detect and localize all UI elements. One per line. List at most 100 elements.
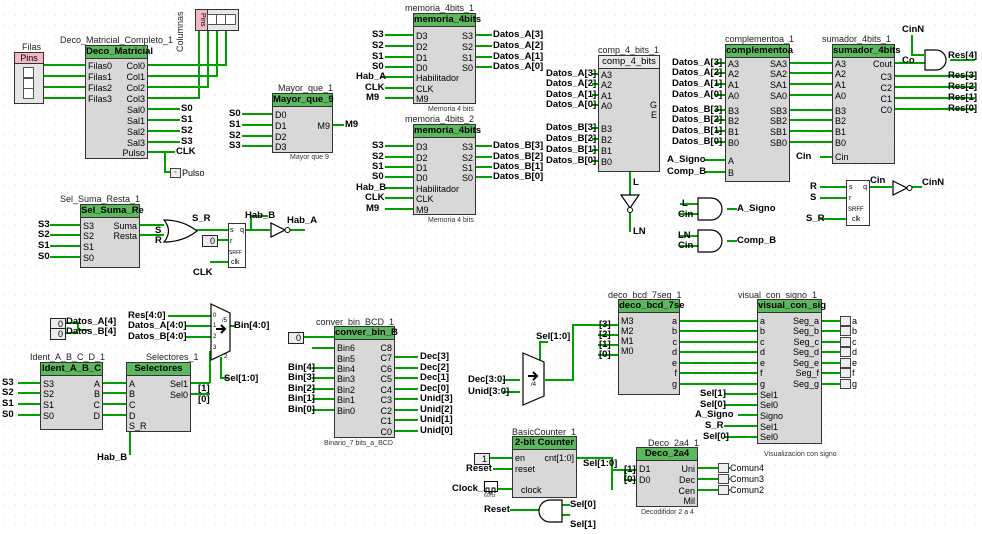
probe-icon[interactable] [718, 474, 729, 484]
pin-label: S1 [43, 400, 55, 410]
pin-label: Pulso [122, 148, 145, 158]
pin-label: Seg_e [792, 358, 819, 368]
pin-label: C1 [880, 94, 892, 104]
signal-label: Hab_B [245, 210, 276, 221]
probe-icon[interactable] [840, 368, 851, 378]
signal-label: S3 [372, 140, 384, 151]
pin-cell[interactable] [23, 67, 34, 78]
pin-label: Habilitador [416, 73, 460, 83]
pin-label: A [129, 379, 136, 389]
pin-label: S_R [129, 421, 147, 431]
pin-label: C6 [380, 364, 392, 374]
signal-label: Datos_B[0] [546, 155, 597, 166]
ident-block[interactable]: Ident_A_B_C S3 S2 S1 S0 A B C D [40, 362, 103, 430]
signal-label: S2 [229, 130, 241, 141]
pin-cell[interactable] [225, 14, 236, 25]
deco-bcd-7seg-block[interactable]: deco_bcd_7se M3 M2 M1 M0 a b c d e f g [618, 299, 684, 395]
pin-label: Bin1 [337, 395, 356, 405]
block-title: Mayor_que_9 [273, 94, 334, 107]
block-caption: Visualizacion con signo [764, 451, 837, 458]
signal-label: Co [902, 55, 915, 66]
pin-label: B2 [728, 116, 740, 126]
signal-label: Datos_A[4:0] [128, 320, 187, 331]
pin-label: d [760, 347, 766, 357]
pin-label: Seg_b [792, 326, 819, 336]
selectores-block[interactable]: Selectores A B C D S_R Sel1 Sel0 [126, 362, 191, 432]
clock-icon[interactable] [484, 481, 498, 494]
pin-label: M3 [621, 316, 634, 326]
probe-label: Comun3 [730, 474, 765, 484]
instance-label: Mayor_que_1 [278, 83, 334, 93]
wire [895, 62, 975, 110]
memoria-1-block[interactable]: memoria_4bits D3 D2 D1 D0 Habilitador CL… [413, 13, 481, 104]
probe-icon[interactable] [718, 485, 729, 495]
pin-label: en [515, 453, 526, 463]
not-gate-icon [892, 180, 913, 196]
pin-label: B1 [728, 127, 740, 137]
sel-suma-resta-block[interactable]: Sel_Suma_Re S3 S2 S1 S0 Suma Resta [80, 204, 144, 268]
wire [490, 457, 636, 490]
const-zero[interactable]: 0 [50, 328, 66, 340]
probe-label: b [852, 326, 858, 336]
pin-label: c [760, 337, 765, 347]
signal-label: Datos_A[3] [546, 68, 597, 79]
const-zero[interactable]: 0 [288, 332, 304, 344]
pin-label: Sal3 [126, 138, 145, 148]
conver-bin-block[interactable]: conver_bin_B Bin6 Bin5 Bin4 Bin3 Bin2 Bi… [334, 326, 398, 438]
probe-icon[interactable] [840, 379, 851, 389]
counter-block[interactable]: 2-bit Counter en reset clock cnt[1:0] [512, 436, 577, 498]
const-zero[interactable]: 0 [202, 235, 218, 247]
mayor-que-block[interactable]: Mayor_que_9 D0 D1 D2 D3 M9 [272, 93, 334, 153]
probe-icon[interactable] [718, 463, 729, 473]
pins-filas[interactable]: Pins [14, 52, 44, 104]
signal-label: L [633, 177, 639, 188]
signal-label: Datos_B[2] [493, 151, 544, 162]
visual-con-signo-block[interactable]: visual_con_sig a b c d e f g Sel1 Sel0 S… [757, 299, 826, 444]
deco-matricial-block[interactable]: Deco_Matricial Filas0 Filas1 Filas2 Fila… [85, 45, 153, 159]
pin-label: SRFF [229, 250, 243, 256]
pin-label: B [93, 389, 100, 399]
signal-label: Datos_A[0] [493, 61, 544, 72]
pin-label: C3 [880, 72, 892, 82]
wire [103, 382, 126, 416]
probe-icon[interactable] [840, 316, 851, 326]
probe-icon[interactable] [840, 337, 851, 347]
pin-cell[interactable] [23, 88, 34, 99]
signal-label: S3 [181, 136, 193, 147]
pin-label: r [849, 195, 852, 202]
srff-block[interactable]: s r q SRFF clk [846, 180, 870, 226]
pin-label: S1 [461, 53, 473, 63]
pins-columnas[interactable]: Pins [195, 9, 239, 31]
signal-label: CLK [365, 192, 385, 203]
pin-label: SRFF [848, 207, 864, 213]
pin-label: B [728, 168, 735, 178]
srff-block[interactable]: s r q SRFF clk [228, 223, 246, 268]
probe-icon[interactable] [840, 358, 851, 368]
pin-label: S2 [461, 153, 473, 163]
probe-icon[interactable] [840, 326, 851, 336]
signal-label: Unid[1] [420, 414, 453, 425]
sumador-block[interactable]: sumador_4bits A3 A2 A1 A0 B3 B2 B1 B0 Ci… [832, 44, 901, 164]
and-gate-icon [697, 197, 723, 221]
pin-label: D0 [275, 110, 287, 120]
pin-label: S2 [461, 42, 473, 52]
pin-label: S2 [43, 389, 55, 399]
probe-icon[interactable]: ▫ [170, 168, 181, 178]
const-one[interactable]: 1 [474, 453, 490, 465]
pin-label: B1 [601, 146, 613, 156]
block-caption: Mayor que 9 [290, 154, 329, 161]
pin-label: A1 [835, 80, 847, 90]
memoria-2-block[interactable]: memoria_4bits D3 D2 D1 D0 Habilitador CL… [413, 124, 481, 215]
deco-2a4-block[interactable]: Deco_2a4 D1 D0 Uni Dec Cen Mil [636, 447, 698, 507]
pin-label: B1 [835, 127, 847, 137]
signal-label: S1 [38, 240, 50, 251]
signal-label: S_R [192, 213, 211, 224]
probe-icon[interactable] [840, 347, 851, 357]
and-gate-icon [924, 49, 947, 71]
pin-label: Sal0 [126, 105, 145, 115]
comp-4-bits-block[interactable]: comp_4_bits A3 A2 A1 A0 B3 B2 B1 B0 G E [598, 55, 660, 172]
complemento-block[interactable]: complementoa A3 A2 A1 A0 B3 B2 B1 B0 A B… [725, 44, 793, 182]
not-gate-icon [619, 194, 641, 213]
pin-label: A3 [601, 70, 613, 80]
